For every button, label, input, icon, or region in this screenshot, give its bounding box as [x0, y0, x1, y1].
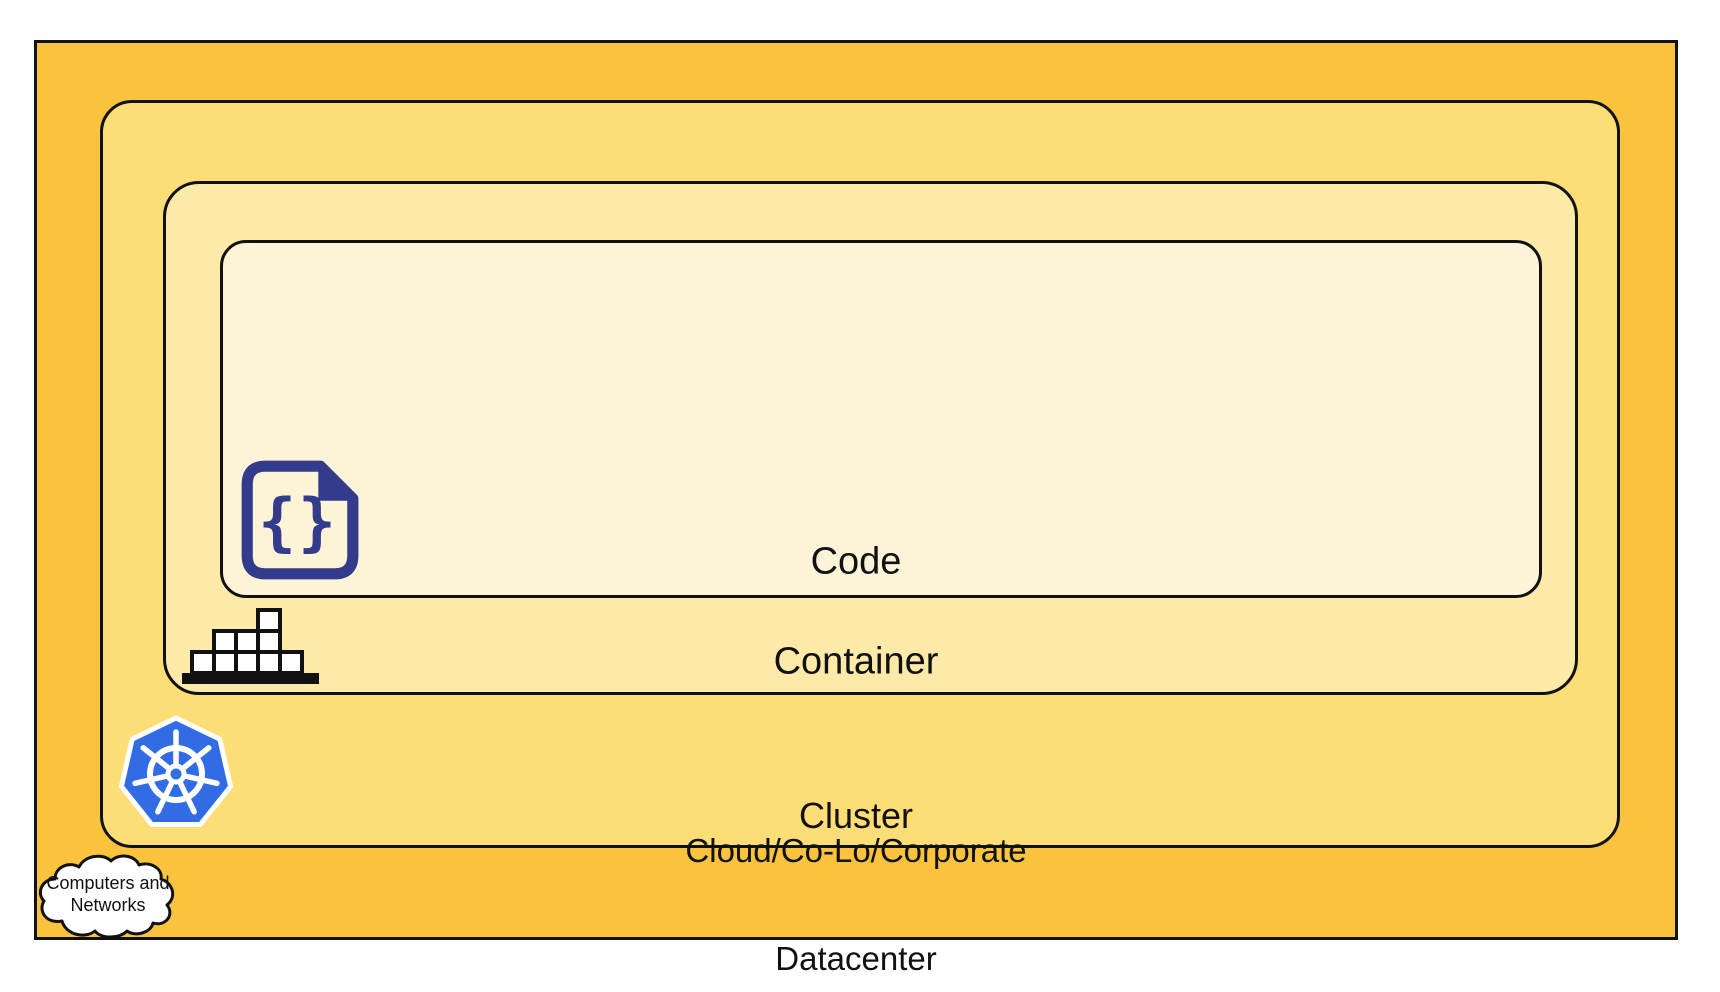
datacenter-label-line1: Cloud/Co-Lo/Corporate	[685, 832, 1027, 869]
layer-box-code	[220, 240, 1542, 598]
datacenter-label-line2: Datacenter	[775, 940, 937, 977]
cloud-label: Computers and Networks	[34, 846, 182, 942]
cluster-label: Cluster	[798, 795, 914, 836]
cloud-icon	[39, 854, 175, 939]
container-blocks-icon	[182, 608, 319, 684]
datacenter-label: Cloud/Co-Lo/Corporate Datacenter	[34, 761, 1678, 992]
kubernetes-wheel-rim	[147, 745, 205, 803]
kubernetes-wheel-hub	[165, 763, 187, 785]
code-braces-glyph: {}	[258, 485, 338, 558]
cloud-label-line2: Networks	[70, 895, 146, 915]
container-label: Container	[773, 640, 939, 683]
kubernetes-icon	[118, 715, 234, 827]
container-base-bar	[182, 673, 319, 684]
cloud-label-line1: Computers and	[46, 873, 170, 893]
code-label: Code	[810, 540, 902, 583]
code-file-icon: {}	[241, 460, 359, 580]
